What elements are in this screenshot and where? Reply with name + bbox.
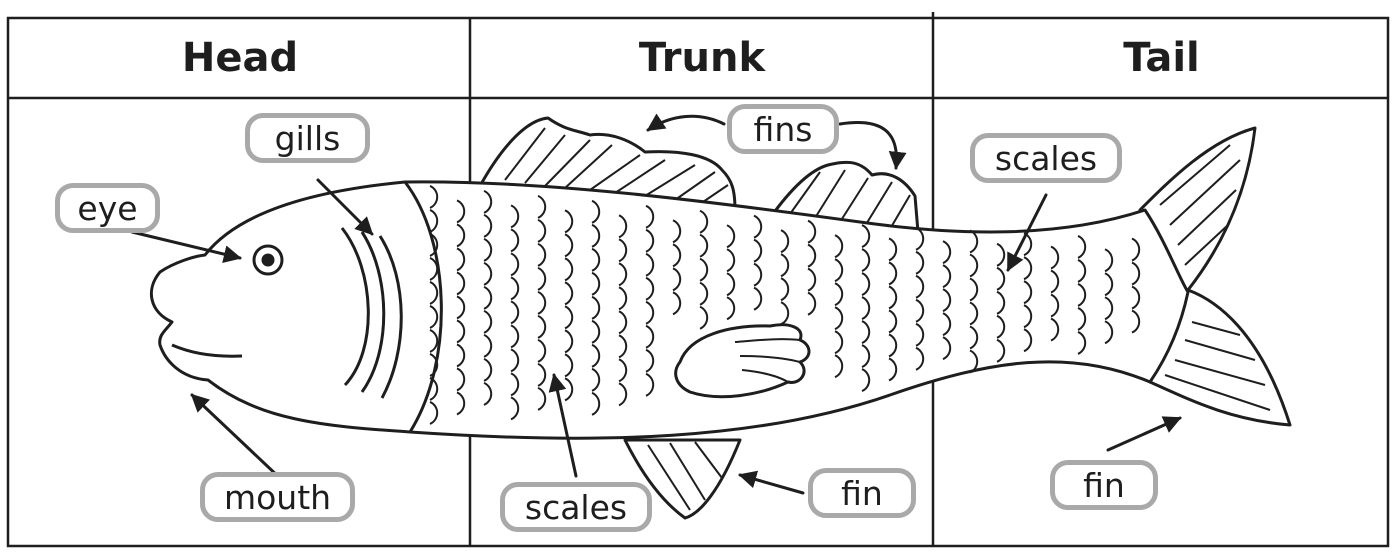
label-mouth: mouth [200,472,355,522]
label-fin-trunk: fin [808,468,916,518]
header-trunk: Trunk [472,22,932,94]
label-scales-trunk: scales [500,482,652,532]
header-head: Head [10,22,470,94]
label-fins: fins [727,104,839,154]
label-eye: eye [55,183,160,233]
label-gills: gills [245,113,370,163]
pupil-icon [262,254,275,267]
label-scales-tail: scales [970,133,1122,183]
label-fin-tail: fin [1050,460,1158,510]
header-tail: Tail [935,22,1388,94]
